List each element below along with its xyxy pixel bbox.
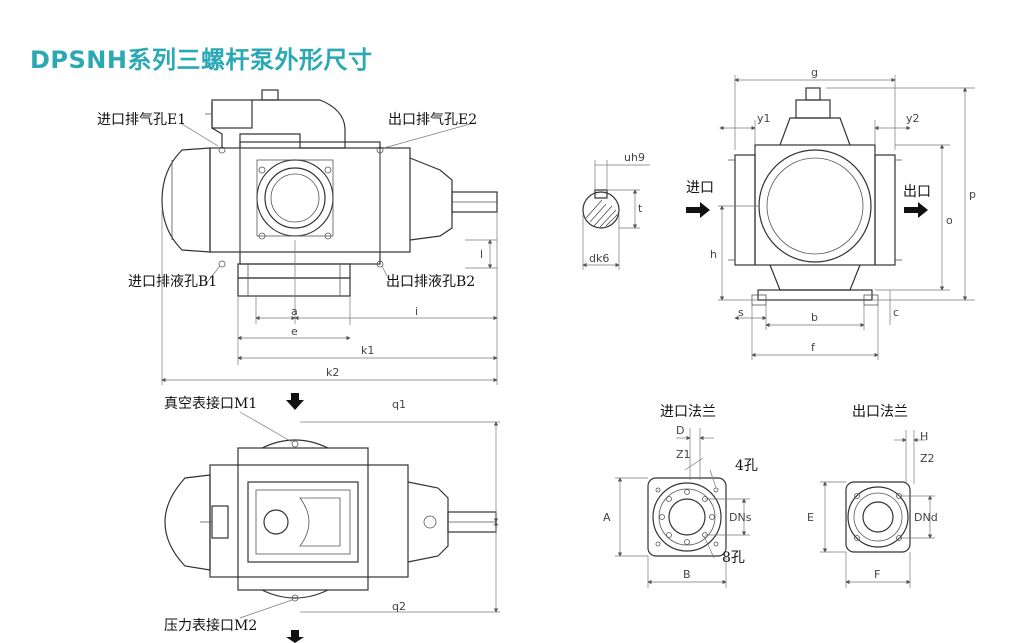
outlet-drain-label: 出口排液孔B2: [386, 274, 475, 290]
dim-f: f: [811, 341, 816, 354]
dim-k1: k1: [361, 344, 374, 357]
dim-H: H: [920, 430, 928, 443]
front-view: 进口排气孔E1 出口排气孔E2 进口排液孔B1 出口排液孔B2 a i e k1…: [97, 89, 498, 385]
vacuum-port-label: 真空表接口M1: [164, 395, 257, 412]
dim-i: i: [415, 305, 418, 318]
dim-c: c: [893, 306, 899, 319]
dim-dk6: dk6: [589, 252, 609, 265]
dim-a: a: [291, 305, 298, 318]
inlet-flange: 进口法兰 D Z1 4孔 8孔 A B DNs: [603, 404, 758, 588]
dim-D: D: [676, 424, 684, 437]
outlet-flange-title: 出口法兰: [852, 404, 908, 420]
top-view: 真空表接口M1 压力表接口M2 q1 q2: [164, 393, 500, 643]
dim-Z2: Z2: [920, 452, 935, 465]
shaft-section: uh9 t dk6: [582, 151, 650, 270]
page-title: DPSNH系列三螺杆泵外形尺寸: [30, 46, 373, 74]
pressure-port-label: 压力表接口M2: [164, 617, 257, 634]
inlet-vent-label: 进口排气孔E1: [97, 112, 186, 128]
dim-o: o: [946, 214, 953, 227]
dim-E: E: [807, 511, 814, 524]
dim-DNd: DNd: [914, 511, 938, 524]
dim-e: e: [291, 325, 298, 338]
dim-g: g: [811, 66, 818, 79]
inlet-arrow-icon: [686, 202, 710, 218]
holes8-label: 8孔: [722, 550, 745, 566]
dim-s: s: [738, 306, 744, 319]
dim-t: t: [638, 202, 643, 215]
inlet-drain-label: 进口排液孔B1: [128, 274, 217, 290]
holes4-label: 4孔: [735, 458, 758, 474]
dim-A: A: [603, 511, 611, 524]
dim-h: h: [710, 248, 717, 261]
outlet-flange: 出口法兰 H Z2 E F DNd: [807, 404, 938, 588]
vacuum-arrow-icon: [286, 393, 304, 410]
dim-q1: q1: [392, 398, 406, 411]
dim-p: p: [969, 188, 976, 201]
dim-l: l: [480, 248, 483, 261]
outlet-vent-label: 出口排气孔E2: [388, 112, 477, 128]
side-outlet-label: 出口: [903, 184, 931, 200]
dim-k2: k2: [326, 366, 339, 379]
outlet-arrow-icon: [904, 202, 928, 218]
dim-y1: y1: [757, 112, 771, 125]
pressure-arrow-icon: [286, 630, 304, 643]
dim-uh9: uh9: [624, 151, 645, 164]
dim-DNs: DNs: [729, 511, 752, 524]
side-inlet-label: 进口: [686, 180, 714, 196]
dim-b: b: [811, 311, 818, 324]
dim-Z1: Z1: [676, 448, 691, 461]
side-view: 进口 出口 g y1 y2 p o h s b c: [686, 66, 976, 360]
dim-q2: q2: [392, 600, 406, 613]
dim-B: B: [683, 568, 691, 581]
inlet-flange-title: 进口法兰: [660, 404, 716, 420]
dim-F: F: [874, 568, 880, 581]
dim-y2: y2: [906, 112, 920, 125]
